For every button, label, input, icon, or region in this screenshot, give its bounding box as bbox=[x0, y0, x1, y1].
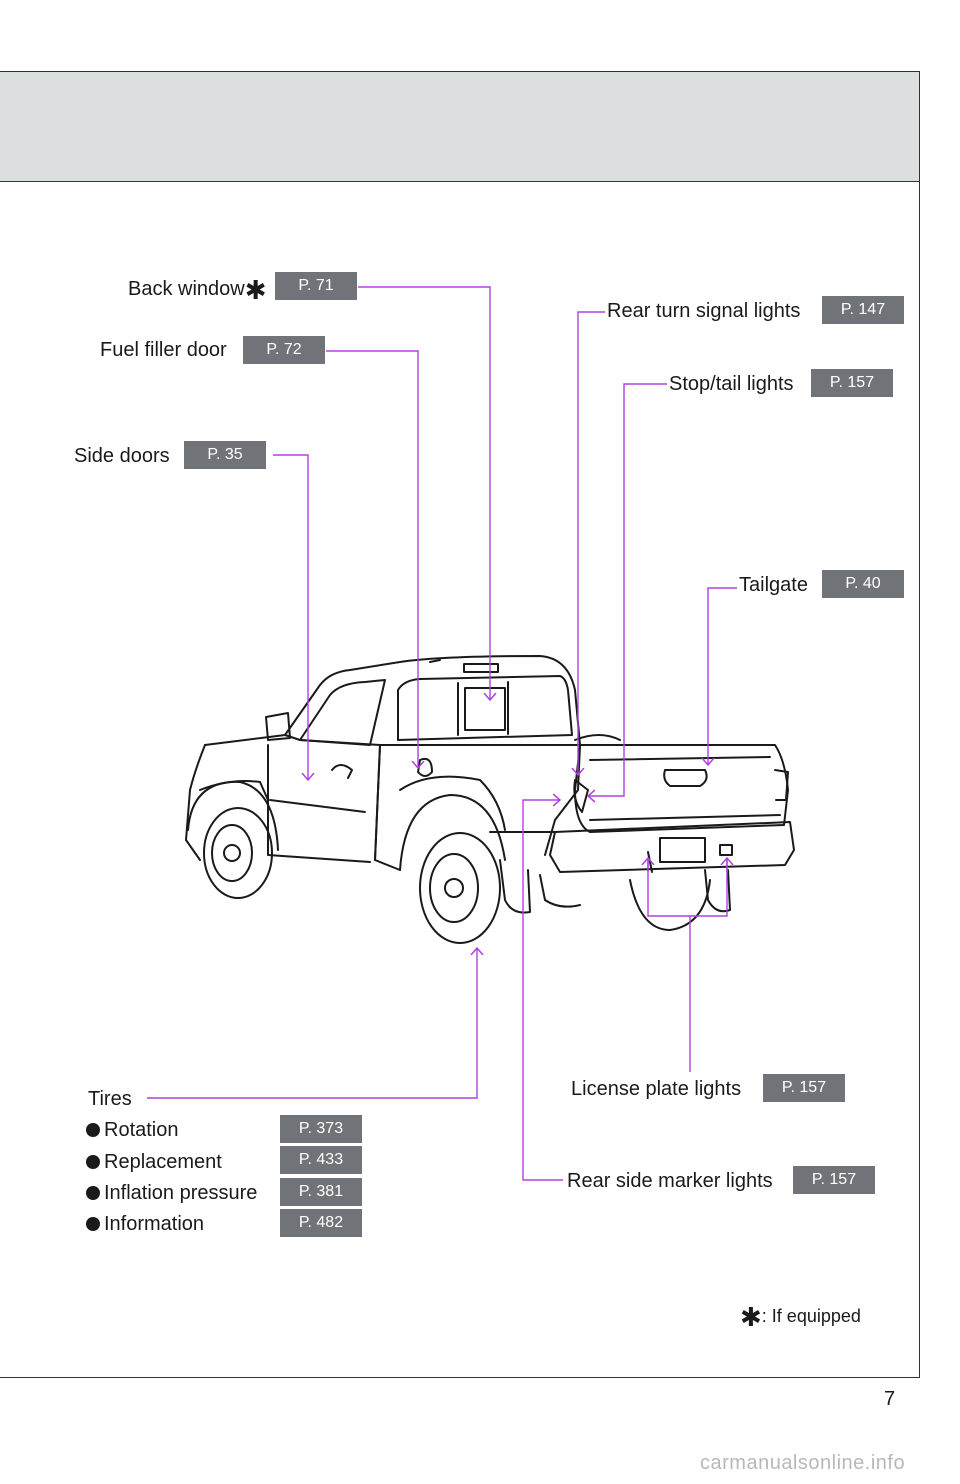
asterisk-icon: ✱ bbox=[740, 1302, 762, 1332]
rear-side-marker-page-badge[interactable]: P. 157 bbox=[793, 1166, 875, 1194]
back-window-label: Back window✱ bbox=[128, 275, 267, 305]
leader-stop-tail bbox=[588, 383, 667, 796]
bullet-icon bbox=[86, 1123, 100, 1137]
tires-rotation-page-badge[interactable]: P. 373 bbox=[280, 1115, 362, 1143]
leader-fuel-filler-door bbox=[326, 350, 418, 768]
leader-license-plate bbox=[647, 858, 728, 1072]
bullet-icon bbox=[86, 1217, 100, 1231]
leader-rear-turn-signal bbox=[578, 311, 605, 775]
page-number: 7 bbox=[884, 1388, 896, 1410]
watermark: carmanualsonline.info bbox=[700, 1452, 906, 1474]
tires-replacement-page-badge[interactable]: P. 433 bbox=[280, 1146, 362, 1174]
tires-item-replacement: Replacement bbox=[86, 1150, 222, 1174]
rear-turn-signal-page-badge[interactable]: P. 147 bbox=[822, 296, 904, 324]
leader-lines bbox=[147, 286, 737, 1181]
tires-item-information: Information bbox=[86, 1212, 204, 1236]
rear-turn-signal-label: Rear turn signal lights bbox=[607, 300, 801, 322]
header-band bbox=[0, 71, 920, 182]
rear-side-marker-label: Rear side marker lights bbox=[567, 1170, 773, 1192]
stop-tail-page-badge[interactable]: P. 157 bbox=[811, 369, 893, 397]
tires-information-page-badge[interactable]: P. 482 bbox=[280, 1209, 362, 1237]
tailgate-page-badge[interactable]: P. 40 bbox=[822, 570, 904, 598]
tires-inflation-page-badge[interactable]: P. 381 bbox=[280, 1178, 362, 1206]
tires-item-rotation: Rotation bbox=[86, 1118, 179, 1142]
tires-item-inflation-pressure: Inflation pressure bbox=[86, 1181, 257, 1205]
leader-side-doors bbox=[273, 454, 308, 780]
stop-tail-label: Stop/tail lights bbox=[669, 373, 794, 395]
tires-title: Tires bbox=[88, 1088, 132, 1110]
license-plate-page-badge[interactable]: P. 157 bbox=[763, 1074, 845, 1102]
leader-tailgate bbox=[708, 587, 737, 765]
leader-back-window bbox=[358, 286, 490, 700]
side-doors-label: Side doors bbox=[74, 445, 170, 467]
asterisk-icon: ✱ bbox=[244, 275, 267, 305]
footnote: ✱: If equipped bbox=[740, 1302, 861, 1332]
fuel-filler-door-page-badge[interactable]: P. 72 bbox=[243, 336, 325, 364]
side-doors-page-badge[interactable]: P. 35 bbox=[184, 441, 266, 469]
back-window-page-badge[interactable]: P. 71 bbox=[275, 272, 357, 300]
leader-rear-side-marker bbox=[522, 800, 563, 1181]
bullet-icon bbox=[86, 1186, 100, 1200]
pickup-truck-illustration bbox=[185, 655, 795, 944]
bullet-icon bbox=[86, 1155, 100, 1169]
leader-tires bbox=[147, 948, 477, 1099]
page-frame bbox=[0, 71, 920, 1378]
fuel-filler-door-label: Fuel filler door bbox=[100, 339, 227, 361]
tailgate-label: Tailgate bbox=[739, 574, 808, 596]
license-plate-label: License plate lights bbox=[571, 1078, 742, 1100]
